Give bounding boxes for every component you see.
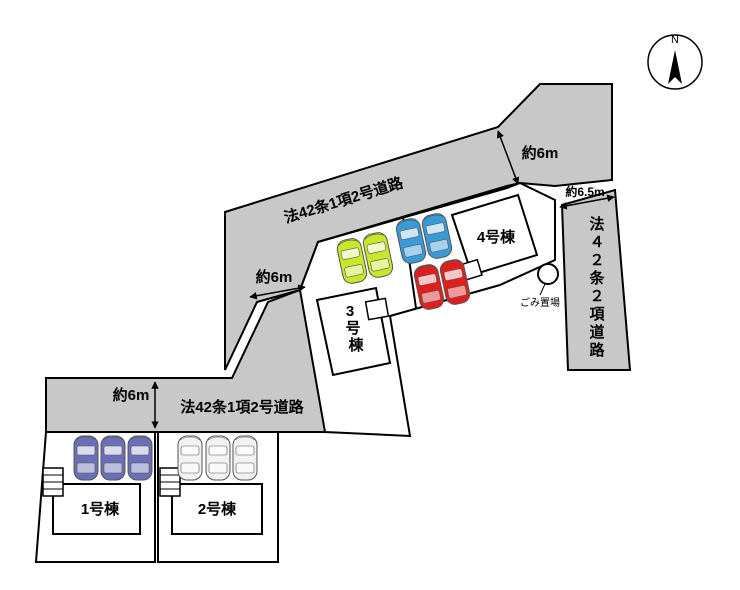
car-icon bbox=[73, 435, 99, 481]
building-3-char-1: 3 bbox=[346, 303, 354, 320]
road-right-label: 法 ４ ２ 条 ２ 項 道 路 bbox=[588, 215, 605, 359]
car-icon bbox=[100, 435, 126, 481]
svg-text:法: 法 bbox=[589, 215, 604, 233]
road-left-width: 約6m bbox=[256, 268, 293, 286]
car-icon bbox=[205, 435, 231, 481]
svg-text:路: 路 bbox=[589, 341, 605, 359]
compass: N bbox=[647, 34, 703, 90]
svg-text:２: ２ bbox=[589, 288, 604, 305]
road-lower-width: 約6m bbox=[113, 386, 150, 404]
building-2-label: 2号棟 bbox=[198, 500, 237, 518]
trash-area: ごみ置場 bbox=[520, 263, 560, 309]
car-icon bbox=[127, 435, 153, 481]
building-1-label: 1号棟 bbox=[81, 500, 120, 518]
road-right-width: 約6.5m bbox=[565, 184, 604, 199]
svg-text:項: 項 bbox=[589, 306, 605, 323]
building-3-char-2: 号 bbox=[345, 320, 360, 337]
svg-text:条: 条 bbox=[588, 269, 605, 287]
dimensions bbox=[151, 130, 615, 429]
road-upper-width: 約6m bbox=[522, 144, 559, 162]
compass-north-label: N bbox=[671, 34, 679, 46]
car-icon bbox=[177, 435, 203, 481]
north-arrow-icon bbox=[668, 50, 682, 84]
building-3-char-3: 棟 bbox=[348, 336, 364, 354]
svg-text:２: ２ bbox=[589, 252, 604, 269]
building-4-label: 4号棟 bbox=[477, 228, 516, 246]
building-1: 1号棟 bbox=[42, 467, 141, 535]
building-2: 2号棟 bbox=[159, 467, 263, 535]
buildings: 1号棟 2号棟 3 号 棟 4号棟 bbox=[42, 193, 539, 535]
trash-label: ごみ置場 bbox=[520, 296, 560, 309]
trash-icon bbox=[537, 263, 559, 285]
svg-text:４: ４ bbox=[589, 234, 604, 251]
building-4: 4号棟 bbox=[450, 193, 539, 282]
road-lower-label: 法42条1項2号道路 bbox=[180, 398, 304, 416]
svg-text:道: 道 bbox=[589, 323, 604, 341]
car-icon bbox=[232, 435, 258, 481]
building-3: 3 号 棟 bbox=[315, 286, 392, 377]
